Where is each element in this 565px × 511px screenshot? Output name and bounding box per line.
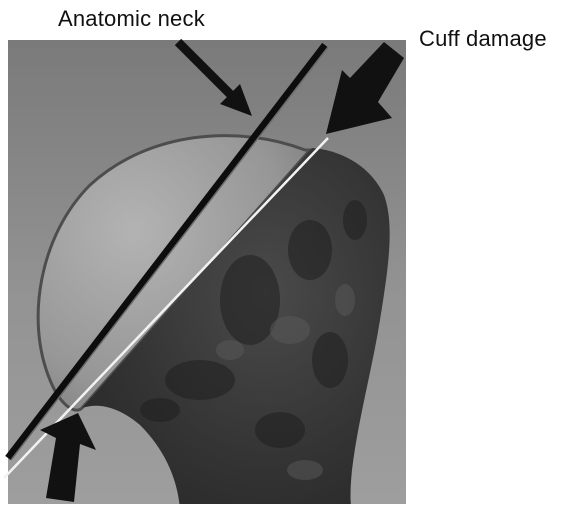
humeral-head-figure <box>0 0 565 511</box>
